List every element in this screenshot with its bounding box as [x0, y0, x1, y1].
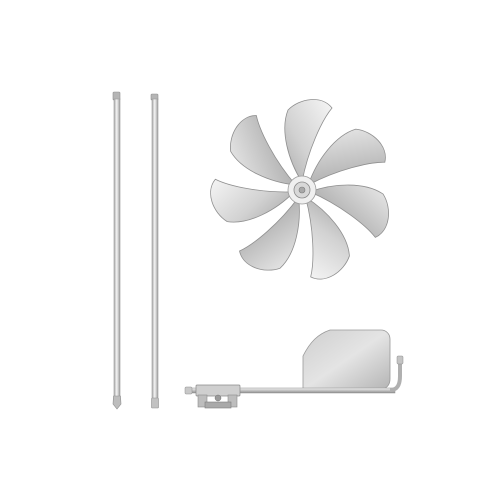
tail-rod-bend [389, 362, 402, 392]
clamp-bracket [195, 384, 241, 409]
tail-vane-assembly [184, 329, 404, 409]
clamp-screw-icon [214, 394, 222, 402]
pinwheel-rotor [210, 99, 389, 280]
pinwheel-blade [284, 99, 333, 184]
pinwheel-blade [304, 196, 350, 280]
hub-bolt-icon [298, 186, 306, 194]
pinwheel-blade [307, 128, 386, 186]
pinwheel-blade [230, 115, 297, 186]
pole-left [112, 91, 122, 410]
pole-right [150, 93, 159, 409]
pinwheel-blade [239, 196, 300, 271]
pinwheel-blade [210, 178, 296, 223]
pinwheel-blade [308, 184, 389, 238]
tail-vane-plate [302, 329, 391, 391]
